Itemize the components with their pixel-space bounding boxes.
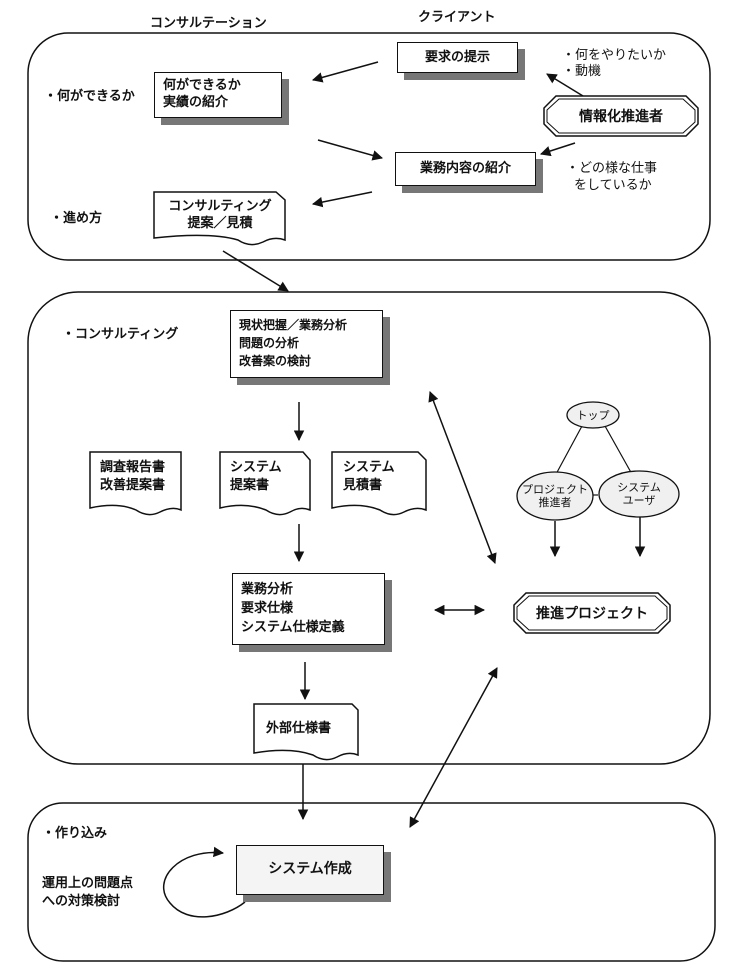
doc-system-proposal-line1: システム <box>230 460 282 475</box>
doc-system-proposal-line2: 提案書 <box>230 478 270 493</box>
box-requirements: 業務分析 要求仕様 システム仕様定義 <box>232 573 385 645</box>
doc-shape-system-estimate <box>331 451 427 516</box>
note-ops-line1: 運用上の問題点 <box>42 876 134 891</box>
doc-system-estimate-line1: システム <box>343 460 395 475</box>
header-client: クライアント <box>418 10 496 25</box>
note-request-line1: ・何をやりたいか <box>562 48 667 63</box>
promoter-label: 情報化推進者 <box>579 109 663 125</box>
note-request-line2: ・動機 <box>562 64 602 79</box>
section-frame-consulting <box>27 291 711 765</box>
oval-project-promoter-label: プロジェクト 推進者 <box>517 482 593 510</box>
arrow-request-to-capability <box>311 61 379 83</box>
box-analysis-line1: 現状把握／業務分析 <box>239 318 348 332</box>
doc-external-spec: 外部仕様書 <box>266 721 332 736</box>
doc-system-estimate-line2: 見積書 <box>343 478 383 493</box>
box-proposal-text: コンサルティング 提案／見積 <box>160 198 280 232</box>
doc-research: 調査報告書 改善提案書 <box>100 459 165 495</box>
box-analysis-line3: 改善案の検討 <box>239 354 312 368</box>
box-capability-line1: 何ができるか <box>163 78 241 93</box>
octagon-project <box>513 592 671 634</box>
box-requirements-line3: システム仕様定義 <box>241 620 345 635</box>
box-requirements-line2: 要求仕様 <box>241 601 294 616</box>
project-label: 推進プロジェクト <box>536 606 648 622</box>
doc-research-line2: 改善提案書 <box>100 478 166 493</box>
box-capability: 何ができるか 実績の紹介 <box>154 72 282 118</box>
box-proposal-line2: 提案／見積 <box>187 216 253 231</box>
arrow-capability-to-business <box>317 139 384 161</box>
label-capability: ・何ができるか <box>44 89 135 104</box>
arrow-proposal-to-consulting <box>222 250 289 292</box>
doc-shape-research <box>89 451 182 516</box>
doc-shape-system-proposal <box>219 451 311 516</box>
octagon-promoter <box>543 95 699 137</box>
box-build-label: システム作成 <box>268 861 352 877</box>
oval-system-user-line2: ユーザ <box>622 494 656 507</box>
oval-system-user <box>598 470 680 518</box>
arrow-analysis-project <box>428 391 497 564</box>
oval-system-user-label: システム ユーザ <box>599 480 679 508</box>
box-build: システム作成 <box>236 845 384 895</box>
box-request-label: 要求の提示 <box>424 50 490 65</box>
note-ops: 運用上の問題点 への対策検討 <box>42 875 133 911</box>
box-analysis: 現状把握／業務分析 問題の分析 改善案の検討 <box>230 310 383 378</box>
doc-system-proposal: システム 提案書 <box>230 459 282 495</box>
arrow-promoter-to-request <box>546 73 584 97</box>
note-business: ・どの様な仕事 をしているか <box>566 160 657 194</box>
note-request: ・何をやりたいか ・動機 <box>562 48 666 80</box>
arrow-note-to-business <box>540 142 576 157</box>
box-business-label: 業務内容の紹介 <box>419 161 511 176</box>
box-capability-line2: 実績の紹介 <box>163 95 229 110</box>
arrow-business-to-proposal <box>311 191 373 208</box>
box-request: 要求の提示 <box>397 42 518 73</box>
doc-research-line1: 調査報告書 <box>100 460 166 475</box>
box-analysis-line2: 問題の分析 <box>239 336 300 350</box>
oval-project-promoter-line1: プロジェクト <box>522 483 588 496</box>
header-consultation: コンサルテーション <box>150 16 267 31</box>
link-top-to-system-user <box>604 425 634 477</box>
arrow-project-build <box>409 667 498 828</box>
note-business-line1: ・どの様な仕事 <box>566 161 658 176</box>
label-method: ・進め方 <box>50 211 103 226</box>
note-ops-line2: への対策検討 <box>42 894 121 909</box>
box-requirements-line1: 業務分析 <box>241 582 294 597</box>
octagon-project-inner <box>516 595 668 631</box>
note-business-line2: をしているか <box>574 178 652 193</box>
doc-shape-external-spec <box>253 703 359 761</box>
section-frame-consultation <box>27 32 711 261</box>
oval-top <box>566 401 620 429</box>
oval-project-promoter <box>516 471 594 521</box>
link-top-to-project-promoter <box>554 425 583 477</box>
octagon-promoter-inner <box>546 98 696 134</box>
oval-system-user-line1: システム <box>617 481 661 494</box>
doc-shape-proposal <box>153 191 286 246</box>
label-consulting: ・コンサルティング <box>62 327 179 342</box>
arrow-ops-loop <box>163 846 246 918</box>
section-frame-build <box>27 802 716 962</box>
box-business: 業務内容の紹介 <box>395 152 536 186</box>
box-proposal-line1: コンサルティング <box>168 199 272 214</box>
label-build: ・作り込み <box>42 826 108 841</box>
doc-system-estimate: システム 見積書 <box>343 459 395 495</box>
oval-project-promoter-line2: 推進者 <box>538 496 572 509</box>
oval-top-label: トップ <box>576 408 610 422</box>
